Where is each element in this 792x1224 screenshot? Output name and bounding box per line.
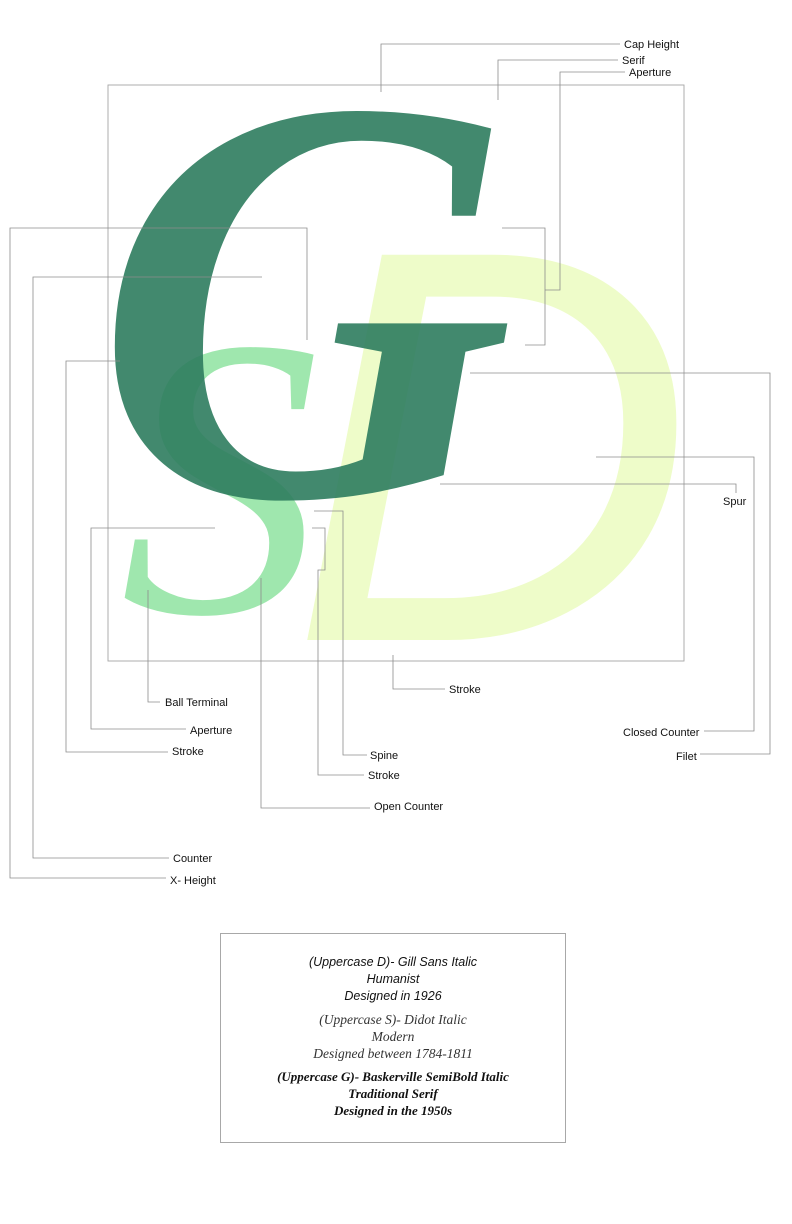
label-aperture-left: Aperture [190,725,232,737]
typeface-info-box: (Uppercase D)- Gill Sans Italic Humanist… [220,933,566,1143]
leader-stroke-left [65,360,168,753]
leader-aperture-top [545,71,625,291]
label-serif: Serif [622,55,646,67]
info-d-name: (Uppercase D)- Gill Sans Italic [308,955,478,969]
letter-d: D [290,133,694,759]
leader-g-crossbar [502,227,546,346]
leader-ball-terminal [147,590,160,703]
label-filet: Filet [676,751,697,763]
leader-spur [440,483,737,493]
info-s-class: Modern [371,1029,415,1044]
info-g-class: Traditional Serif [348,1086,438,1101]
info-g-date: Designed in the 1950s [333,1103,453,1118]
label-aperture-top: Aperture [629,67,671,79]
leader-closed-counter [596,456,755,732]
info-g-group: (Uppercase G)- Baskerville SemiBold Ital… [221,1068,565,1119]
label-counter: Counter [173,853,212,865]
label-stroke-left: Stroke [172,746,204,758]
leader-cap-height [380,43,620,92]
leader-stroke-lower [312,527,364,776]
info-d-class: Humanist [366,972,420,986]
info-s-group: (Uppercase S)- Didot Italic Modern Desig… [221,1011,565,1062]
leader-counter [32,276,262,859]
info-s-date: Designed between 1784-1811 [313,1046,473,1061]
label-closed-counter: Closed Counter [623,727,700,739]
leader-open-counter [260,578,370,809]
letter-g: G [95,0,514,621]
label-x-height: X- Height [170,875,216,887]
leader-serif [497,59,618,100]
label-stroke-center: Stroke [449,684,481,696]
info-s-name: (Uppercase S)- Didot Italic [319,1012,467,1027]
info-d-group: (Uppercase D)- Gill Sans Italic Humanist… [221,954,565,1005]
info-g-name: (Uppercase G)- Baskerville SemiBold Ital… [277,1069,509,1084]
leader-aperture-left [90,527,215,730]
label-stroke-lower: Stroke [368,770,400,782]
leader-x-height [9,227,308,879]
letter-s: S [120,256,320,699]
leader-stroke-center [392,655,445,690]
label-open-counter: Open Counter [374,801,443,813]
leader-filet [470,372,771,755]
label-spine: Spine [370,750,398,762]
label-cap-height: Cap Height [624,39,679,51]
leader-spine [314,510,367,756]
info-d-date: Designed in 1926 [344,989,442,1003]
label-spur: Spur [723,496,747,508]
label-ball-terminal: Ball Terminal [165,697,228,709]
